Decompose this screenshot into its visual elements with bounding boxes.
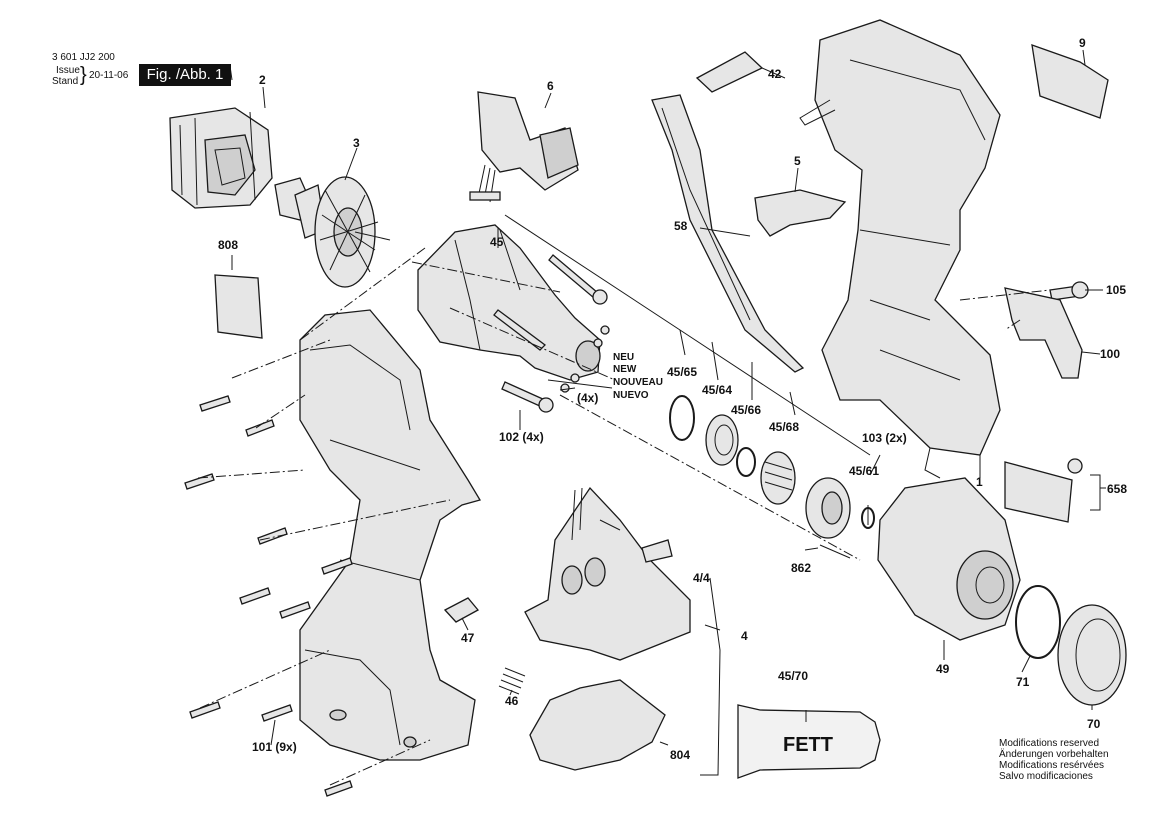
part-label-45-64: 45/64 [702, 383, 733, 397]
part-label-47: 47 [461, 631, 475, 645]
part-label-70: 70 [1087, 717, 1101, 731]
anvil-part-862 [805, 477, 851, 539]
part-label-9: 9 [1079, 36, 1086, 50]
figure-label: Fig. /Abb. 1 [139, 64, 231, 86]
part-label-45-61: 45/61 [849, 464, 880, 478]
part-label-46: 46 [505, 694, 519, 708]
screw-part-105 [1049, 281, 1089, 301]
part-label-103: 103 (2x) [862, 431, 907, 445]
led-holder-part-658 [1004, 461, 1073, 523]
spring-part-46 [498, 667, 526, 695]
clip-part-5 [754, 189, 847, 237]
part-label-4: 4 [741, 629, 748, 643]
part-label-101: 101 (9x) [252, 740, 297, 754]
button-part-47 [443, 597, 480, 623]
ring-part-45-66 [736, 447, 756, 477]
sticker-part-42 [695, 51, 764, 93]
part-label-45-65: 45/65 [667, 365, 698, 379]
switch-part-6 [469, 91, 579, 203]
part-label-1: 1 [976, 475, 983, 489]
grease-label: FETT [783, 734, 833, 756]
front-cover-part-49 [877, 477, 1021, 641]
part-label-5: 5 [794, 154, 801, 168]
screws-part-101 [184, 395, 353, 797]
modifications-es: Salvo modificaciones [999, 771, 1093, 782]
issue-label: Issue [56, 65, 80, 76]
part-label-45-66: 45/66 [731, 403, 762, 417]
belt-clip-part-100 [1004, 287, 1083, 379]
part-label-808: 808 [218, 238, 239, 252]
gear-housing-part-45 [417, 224, 610, 393]
rotor-fan-part-3 [274, 176, 391, 288]
part-label-45: 45 [490, 235, 504, 249]
housing-left-half [299, 309, 481, 761]
part-label-102: 102 (4x) [499, 430, 544, 444]
part-label-49: 49 [936, 662, 950, 676]
label-sheet-part-808 [214, 274, 263, 339]
stand-label: Stand [52, 76, 79, 87]
modifications-en: Modifications reserved [999, 738, 1100, 749]
part-label-45-70: 45/70 [778, 669, 809, 683]
bezel-part-70 [1057, 604, 1127, 706]
part-label-804: 804 [670, 748, 691, 762]
stator-part-2 [169, 107, 273, 209]
screws-part-102 [493, 254, 608, 413]
new-note-fr: NOUVEAU [613, 377, 664, 388]
part-label-105: 105 [1106, 283, 1127, 297]
part-label-58: 58 [674, 219, 688, 233]
part-label-658: 658 [1107, 482, 1128, 496]
part-label-4x: (4x) [577, 391, 599, 405]
screw-part-658 [1067, 458, 1083, 474]
new-note-en: NEW [613, 364, 637, 375]
bearing-part-45-64 [705, 414, 739, 466]
part-label-100: 100 [1100, 347, 1121, 361]
part-label-2: 2 [259, 73, 266, 87]
board-part-4-4 [641, 539, 673, 563]
issue-date: 20-11-06 [89, 70, 129, 81]
ring-part-45-65 [669, 395, 695, 441]
ring-part-71 [1015, 585, 1061, 659]
grease-tube-part-45-70 [737, 704, 881, 779]
base-plate-part-804 [529, 679, 666, 771]
bracket-glyph: } [80, 64, 87, 86]
strap-part-58 [651, 94, 805, 373]
part-label-4-4: 4/4 [693, 571, 710, 585]
part-label-862: 862 [791, 561, 812, 575]
modifications-fr: Modifications resérvées [999, 760, 1105, 771]
document-number: 3 601 JJ2 200 [52, 52, 115, 63]
modifications-de: Änderungen vorbehalten [999, 749, 1109, 760]
housing-half-part-1 [799, 19, 1001, 479]
spring-part-45-68 [760, 451, 796, 505]
new-note-de: NEU [613, 352, 635, 363]
part-label-3: 3 [353, 136, 360, 150]
sticker-part-9 [1031, 44, 1109, 119]
part-label-71: 71 [1016, 675, 1030, 689]
new-note-es: NUEVO [613, 390, 649, 401]
part-label-6: 6 [547, 79, 554, 93]
part-label-42: 42 [768, 67, 782, 81]
electronics-module-part-4 [524, 486, 691, 661]
part-label-45-68: 45/68 [769, 420, 800, 434]
